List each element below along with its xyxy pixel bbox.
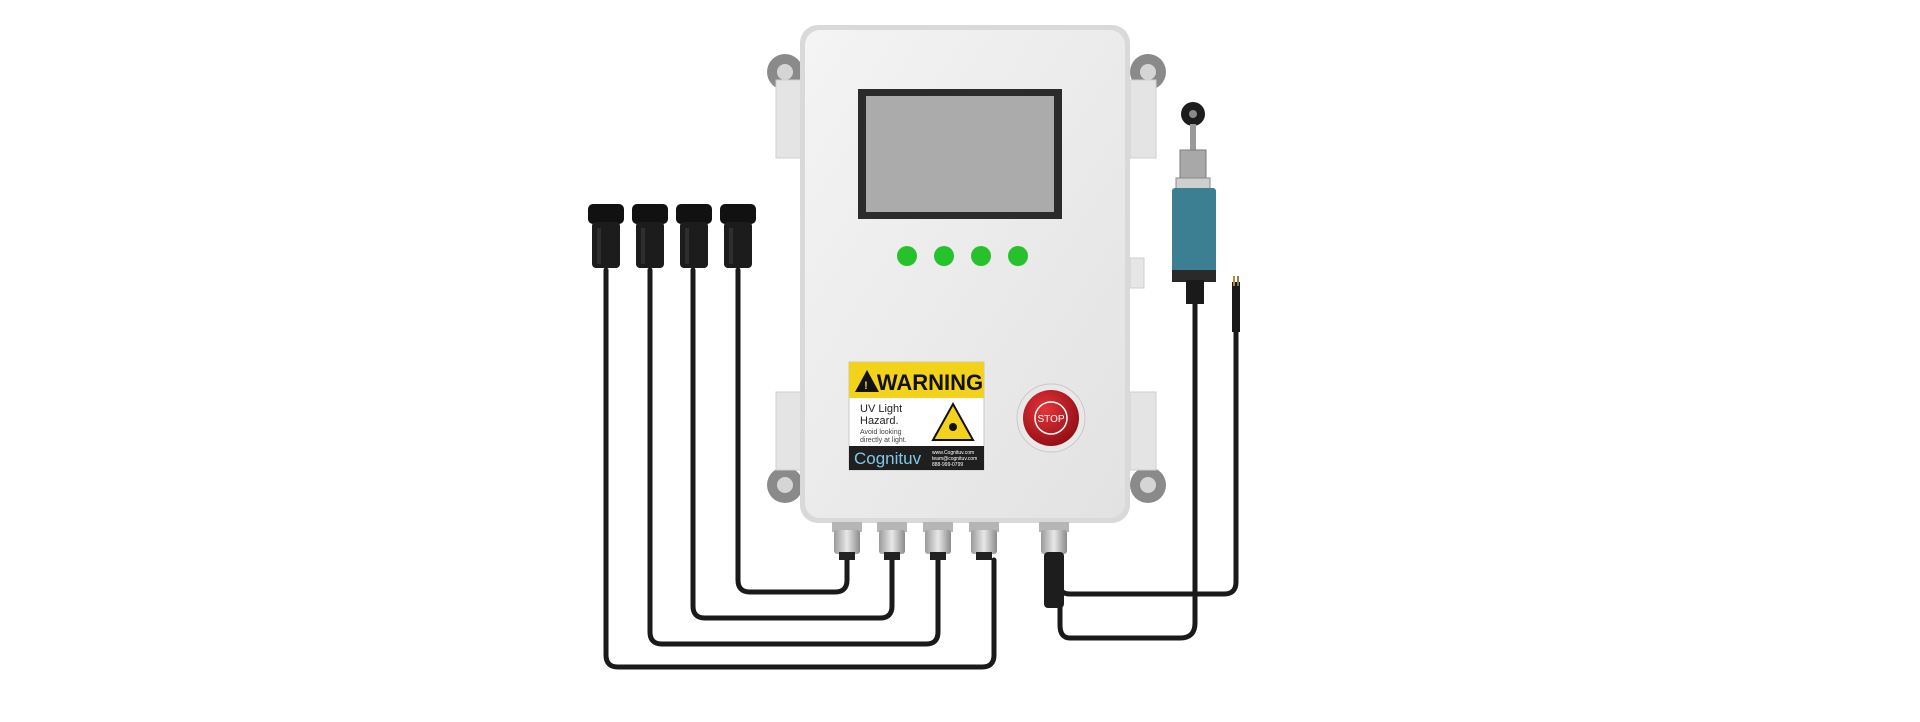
indicator-light-3 [971,246,991,266]
sensor-connectors [588,204,756,268]
indicator-light-4 [1008,246,1028,266]
brand-logo-text: Cognituv [854,449,922,468]
contact-line1: www.Cognituv.com [932,450,974,456]
emergency-stop-button[interactable]: STOP [1016,383,1086,453]
power-cable-end [1232,276,1240,332]
stop-button-label: STOP [1037,414,1064,425]
sensor-connector-4 [720,204,756,268]
sensor-cables [603,267,997,670]
warning-label: ! WARNING UV Light Hazard. Avoid looking… [848,361,985,471]
cable-gland-1 [832,522,862,560]
warning-header-text: WARNING [877,370,983,395]
warning-line4: directly at light. [860,437,907,444]
sensor-cable-3 [690,267,895,621]
indicator-light-2 [934,246,954,266]
limit-switch [1172,102,1216,304]
warning-label-footer [849,446,984,470]
cable-glands [832,522,1069,608]
sensor-cable-4 [735,267,850,595]
warning-triangle-icon [855,370,879,392]
control-enclosure: ! WARNING UV Light Hazard. Avoid looking… [800,25,1130,523]
sensor-cable-2 [647,267,941,647]
sensor-connector-2 [632,204,668,268]
warning-line3: Avoid looking [860,429,902,436]
limit-switch-cable [1057,287,1198,641]
sensor-connector-3 [676,204,712,268]
cable-gland-2 [877,522,907,560]
svg-text:!: ! [864,380,868,392]
sensor-cable-1 [603,267,997,670]
indicator-light-1 [897,246,917,266]
cable-gland-5 [1039,522,1069,608]
contact-line2: team@cognituv.com [932,456,977,462]
uv-hazard-icon [931,401,975,441]
display-screen [866,96,1054,212]
warning-line2: Hazard. [860,415,899,427]
warning-line1: UV Light [860,403,902,415]
cable-gland-4 [969,522,999,560]
contact-line3: 888-999-0799 [932,462,963,468]
cable-gland-3 [923,522,953,560]
sensor-connector-1 [588,204,624,268]
limit-switch-body [1172,188,1216,282]
